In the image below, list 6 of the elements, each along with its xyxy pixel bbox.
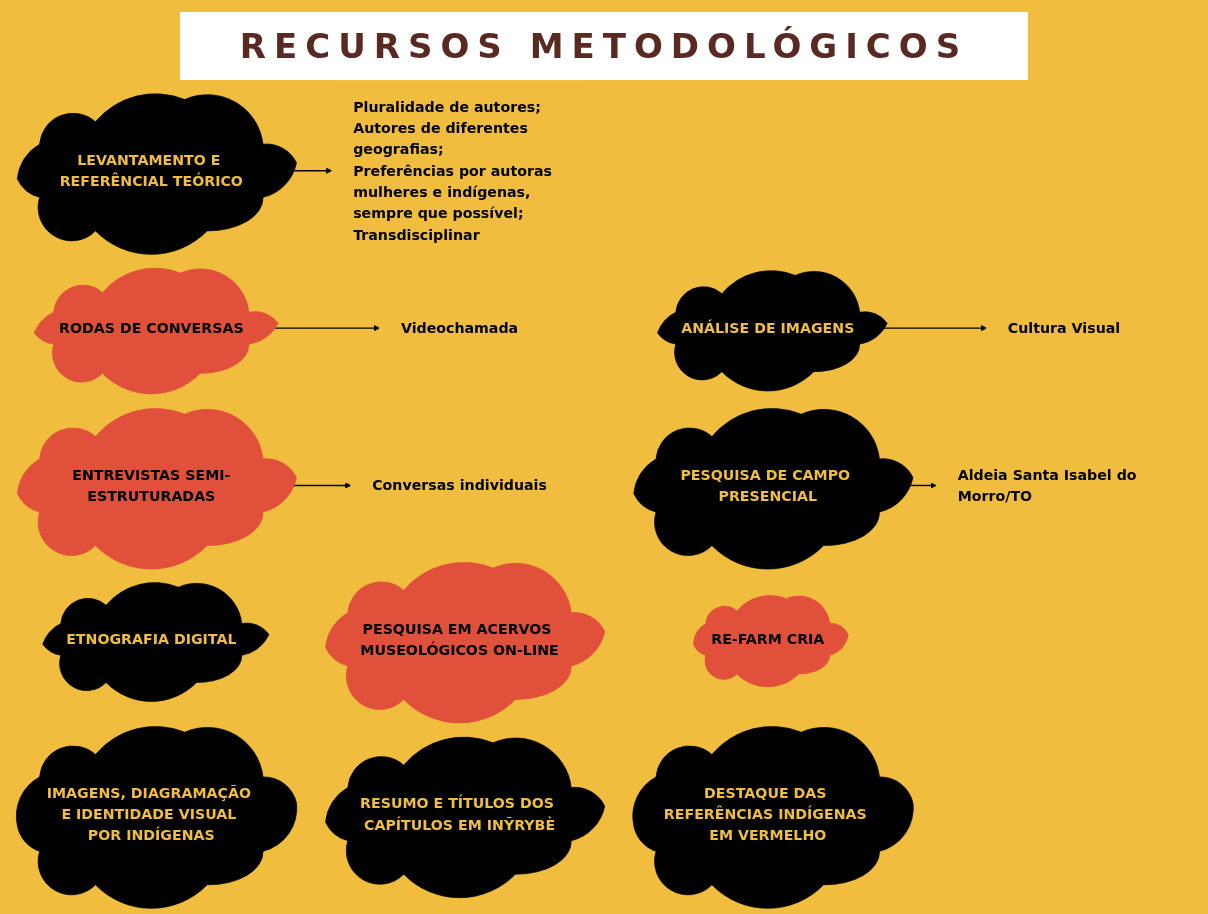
node-text: Cultura Visual bbox=[1007, 319, 1121, 337]
node-text: Pluralidade de autores; Autores de diferentes geografias; Preferências por autoras mulheres e indígenas, sempre que possível; Transdisciplinar bbox=[353, 98, 552, 244]
node-text: Videochamada bbox=[400, 319, 519, 337]
node-text: Aldeia Santa Isabel do Morro/TO bbox=[957, 466, 1137, 505]
title-banner: RECURSOS METODOLÓGICOS bbox=[179, 12, 1029, 80]
node-text: Conversas individuais bbox=[372, 476, 547, 494]
